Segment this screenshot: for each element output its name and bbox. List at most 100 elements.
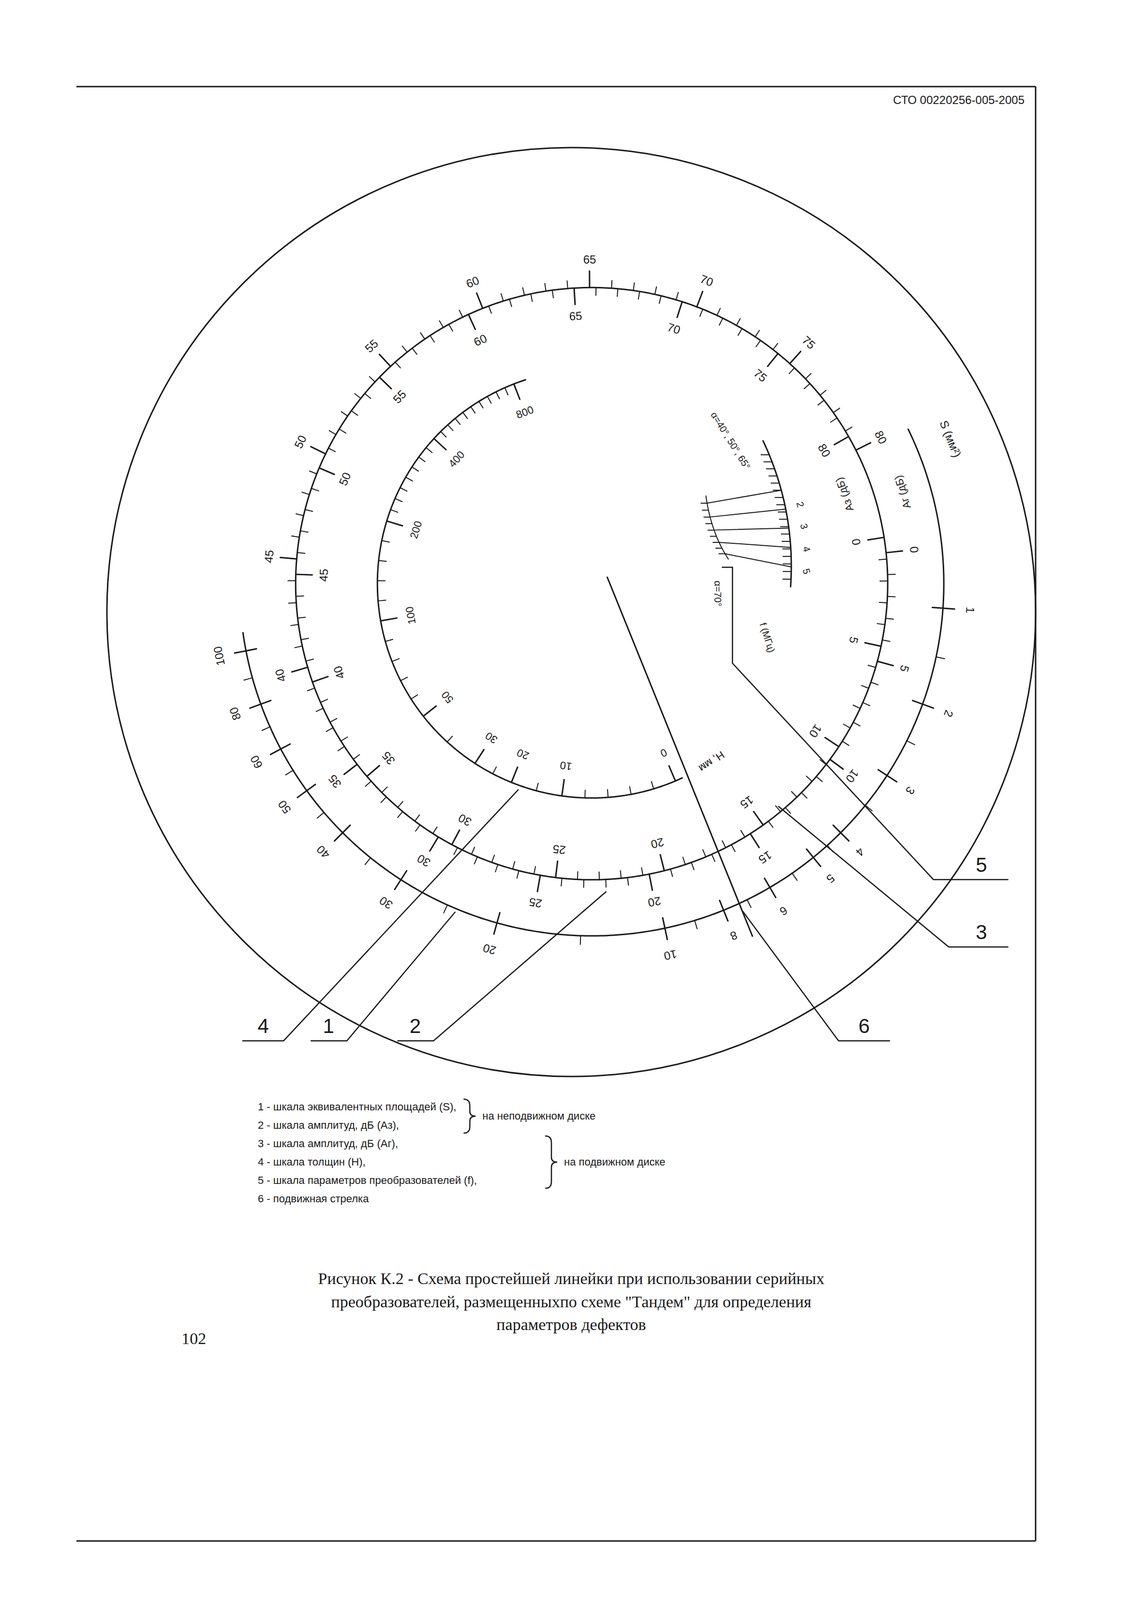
amplitude-tick — [716, 308, 721, 315]
scale-title: Н, мм — [696, 748, 728, 775]
thickness-tick — [447, 424, 454, 431]
amplitude-tick — [670, 868, 673, 876]
amplitude-tick — [412, 348, 417, 355]
area-tick — [270, 743, 291, 755]
scale-value: 30 — [482, 729, 501, 747]
transducer-tick — [781, 533, 790, 535]
scale-value: 25 — [550, 842, 568, 857]
legend-entry: 3 - шкала амплитуд, дБ (Аг), — [256, 1137, 400, 1149]
amplitude-tick — [309, 471, 317, 475]
area-tick — [443, 904, 447, 913]
amplitude-tick — [300, 530, 309, 533]
amplitude-tick — [353, 754, 360, 759]
thickness-tick — [418, 457, 426, 462]
amplitude-tick — [877, 661, 894, 666]
scale-title: Аг (дБ) — [891, 473, 913, 511]
thickness-tick — [511, 767, 518, 783]
scale-value: 5 — [800, 566, 813, 577]
scale-value: 25 — [527, 895, 545, 910]
amplitude-tick — [738, 328, 743, 336]
amplitude-tick — [825, 737, 839, 747]
amplitude-tick — [605, 879, 607, 888]
amplitude-tick — [522, 287, 525, 296]
amplitude-tick — [595, 287, 597, 296]
transducer-tick — [700, 502, 708, 504]
amplitude-tick — [588, 270, 591, 288]
amplitude-tick — [367, 765, 380, 776]
amplitude-tick — [415, 814, 420, 821]
scale-value: 50 — [438, 688, 457, 707]
amplitude-tick — [756, 340, 761, 347]
scale-value: 30 — [376, 893, 396, 912]
amplitude-tick — [488, 306, 492, 314]
area-tick — [935, 656, 945, 659]
amplitude-tick — [649, 874, 653, 891]
amplitude-tick — [699, 309, 703, 317]
amplitude-tick — [867, 537, 885, 540]
scale-value: 20 — [648, 835, 667, 851]
amplitude-tick — [432, 826, 438, 834]
amplitude-tick — [853, 722, 861, 726]
amplitude-tick — [834, 436, 849, 445]
callout-number: 1 — [321, 1015, 335, 1037]
amplitude-tick — [598, 871, 600, 880]
scale-value: 15 — [756, 847, 775, 867]
amplitude-tick — [577, 871, 579, 880]
area-tick — [694, 920, 698, 929]
thickness-tick — [390, 509, 398, 513]
amplitude-tick — [379, 377, 391, 389]
scale-value: 65 — [567, 309, 584, 323]
amplitude-tick — [402, 345, 408, 353]
scale-value: 10 — [843, 766, 862, 786]
scale-value: 4 — [800, 543, 812, 554]
scale-value: 20 — [646, 893, 664, 909]
amplitude-tick — [638, 291, 640, 299]
scale-value: 80 — [226, 704, 243, 723]
amplitude-tick — [753, 811, 764, 825]
scale-value: 50 — [336, 469, 354, 489]
scale-value: 80 — [872, 428, 890, 447]
thickness-tick — [584, 789, 586, 798]
amplitude-tick — [292, 667, 309, 672]
amplitude-tick — [338, 746, 345, 751]
frame-line — [76, 86, 1036, 88]
transducer-tick — [780, 525, 789, 527]
thickness-tick — [395, 498, 403, 502]
scale-value: 75 — [750, 365, 771, 385]
thickness-tick — [492, 766, 497, 774]
amplitude-tick — [736, 318, 741, 326]
scale-value: 45 — [317, 567, 330, 583]
scale-value: 0 — [657, 745, 670, 760]
area-tick — [285, 770, 294, 775]
amplitude-tick — [430, 335, 435, 342]
amplitude-tick — [817, 400, 825, 405]
amplitude-tick — [816, 776, 823, 782]
thickness-tick — [513, 384, 520, 400]
amplitude-tick — [885, 618, 894, 620]
transducer-tick — [779, 518, 788, 520]
scale-value: 400 — [445, 447, 468, 471]
amplitude-tick — [845, 427, 853, 431]
thickness-tick — [378, 600, 386, 601]
amplitude-tick — [842, 741, 849, 746]
area-tick — [906, 740, 915, 745]
amplitude-tick — [379, 354, 391, 367]
area-tick — [932, 607, 955, 609]
amplitude-tick — [420, 332, 425, 340]
callout-number: 2 — [408, 1015, 422, 1037]
scale-value: 50 — [275, 797, 294, 817]
amplitude-tick — [801, 792, 807, 798]
thickness-tick — [536, 783, 539, 791]
area-tick — [243, 677, 253, 681]
transducer-tick — [778, 511, 787, 513]
amplitude-tick — [395, 361, 401, 368]
amplitude-tick — [633, 282, 635, 291]
amplitude-tick — [290, 624, 299, 626]
transducer-tick — [774, 496, 784, 498]
transducer-tick — [783, 555, 792, 557]
scale-value: 0 — [907, 544, 921, 555]
amplitude-tick — [397, 811, 403, 817]
amplitude-tick — [534, 866, 536, 875]
callout-number: 3 — [974, 921, 988, 943]
area-tick — [662, 917, 668, 940]
